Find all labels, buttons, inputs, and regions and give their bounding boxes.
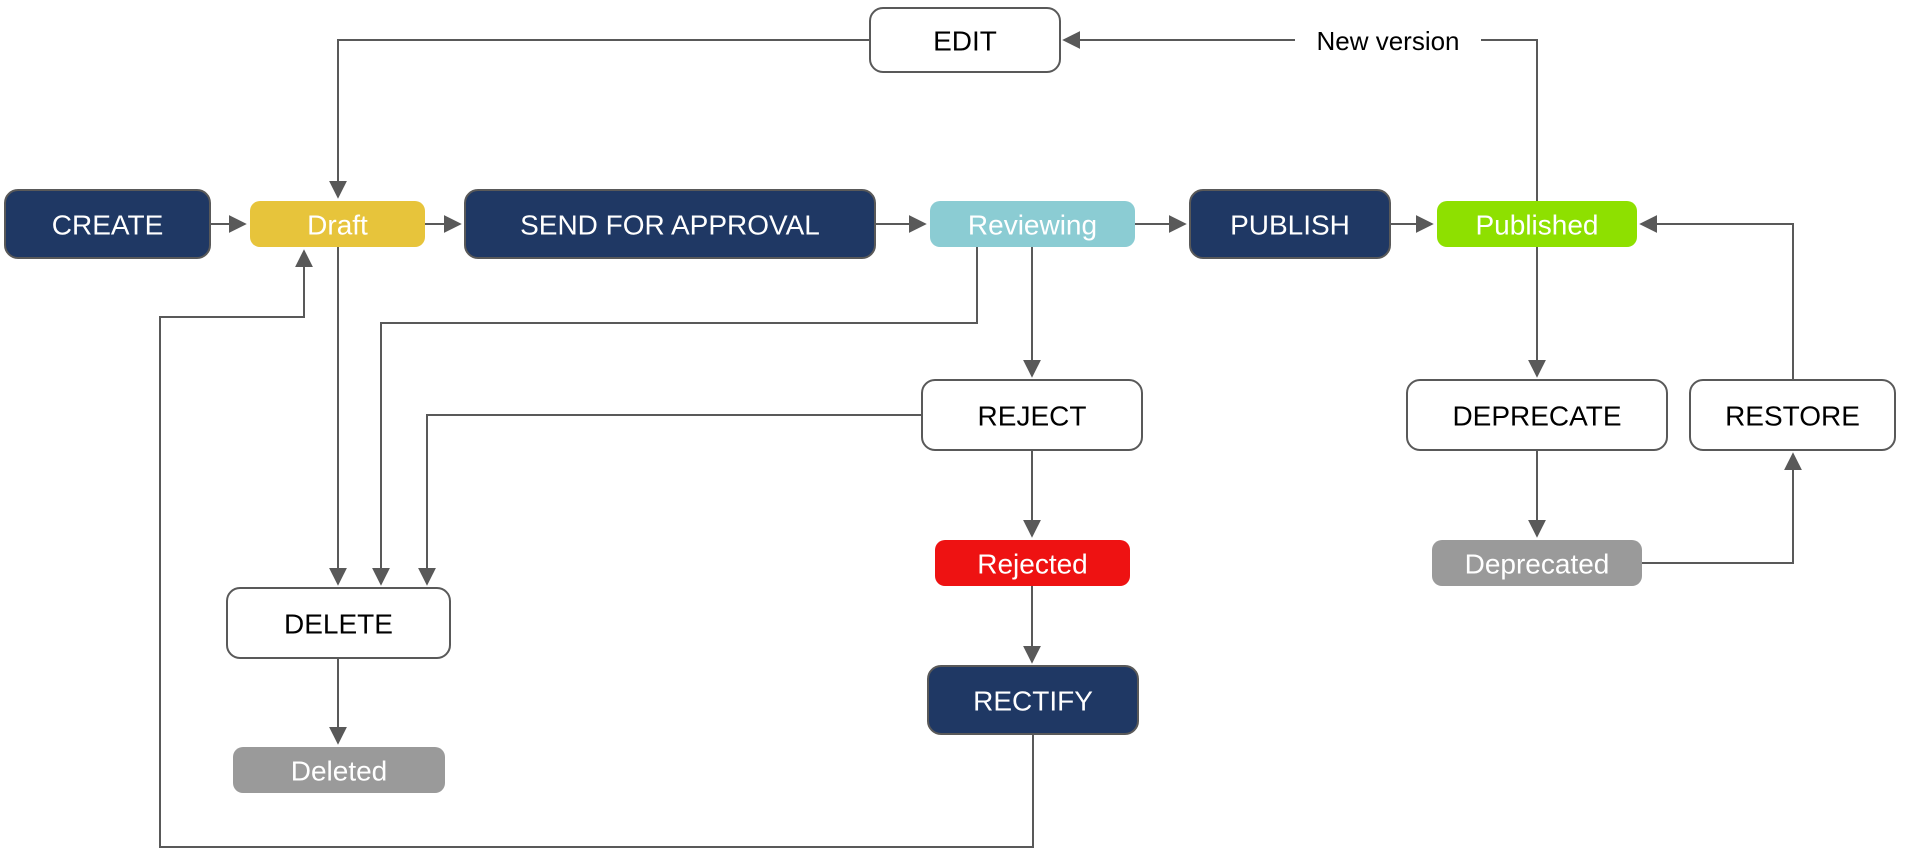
node-delete[interactable]: DELETE bbox=[226, 587, 451, 659]
node-deprecate-shape bbox=[1406, 379, 1668, 451]
node-create-shape bbox=[4, 189, 211, 259]
edge-edit-to-draft bbox=[329, 39, 870, 199]
node-draft[interactable]: Draft bbox=[250, 201, 425, 247]
node-draft-label: Draft bbox=[307, 210, 368, 241]
node-rectify-shape bbox=[927, 665, 1139, 735]
node-restore-shape bbox=[1689, 379, 1896, 451]
node-deprecated-label: Deprecated bbox=[1465, 549, 1610, 580]
node-edit-shape bbox=[869, 7, 1061, 73]
edge-deprecated-to-restore bbox=[1642, 452, 1802, 564]
edge-published-to-edit bbox=[1062, 31, 1538, 201]
node-publish[interactable]: PUBLISH bbox=[1189, 189, 1391, 259]
node-published-shape bbox=[1437, 201, 1637, 247]
node-deleted[interactable]: Deleted bbox=[233, 747, 445, 793]
node-publish-label: PUBLISH bbox=[1230, 210, 1350, 241]
edge-label-new-version-background bbox=[1295, 23, 1481, 57]
edge-restore-to-published bbox=[1639, 215, 1794, 380]
node-deleted-shape bbox=[233, 747, 445, 793]
edge-label-new-version: New version bbox=[1295, 23, 1481, 57]
node-delete-shape bbox=[226, 587, 451, 659]
node-published[interactable]: Published bbox=[1437, 201, 1637, 247]
node-rejected-shape bbox=[935, 540, 1130, 586]
nodes-layer: CREATE Draft SEND FOR APPROVAL Reviewing PUB… bbox=[4, 7, 1896, 793]
node-reviewing-label: Reviewing bbox=[968, 210, 1097, 241]
node-reject-shape bbox=[921, 379, 1143, 451]
node-delete-label: DELETE bbox=[284, 609, 393, 640]
node-reviewing[interactable]: Reviewing bbox=[930, 201, 1135, 247]
node-edit[interactable]: EDIT bbox=[869, 7, 1061, 73]
edge-labels-layer: New version bbox=[1295, 23, 1481, 57]
node-deleted-label: Deleted bbox=[291, 756, 388, 787]
node-restore[interactable]: RESTORE bbox=[1689, 379, 1896, 451]
node-send-for-approval-shape bbox=[464, 189, 876, 259]
node-rejected[interactable]: Rejected bbox=[935, 540, 1130, 586]
edge-rectify-to-draft bbox=[159, 249, 1034, 848]
node-published-label: Published bbox=[1476, 210, 1599, 241]
node-rectify-label: RECTIFY bbox=[973, 686, 1093, 717]
edges-layer bbox=[159, 31, 1802, 848]
node-deprecated-shape bbox=[1432, 540, 1642, 586]
node-create[interactable]: CREATE bbox=[4, 189, 211, 259]
node-restore-label: RESTORE bbox=[1725, 401, 1860, 432]
node-draft-shape bbox=[250, 201, 425, 247]
node-reviewing-shape bbox=[930, 201, 1135, 247]
node-send-for-approval[interactable]: SEND FOR APPROVAL bbox=[464, 189, 876, 259]
node-reject[interactable]: REJECT bbox=[921, 379, 1143, 451]
edge-reject-to-delete bbox=[418, 414, 922, 586]
node-deprecate[interactable]: DEPRECATE bbox=[1406, 379, 1668, 451]
node-rectify[interactable]: RECTIFY bbox=[927, 665, 1139, 735]
node-rejected-label: Rejected bbox=[977, 549, 1088, 580]
node-deprecated[interactable]: Deprecated bbox=[1432, 540, 1642, 586]
edge-label-new-version-text: New version bbox=[1316, 26, 1459, 56]
node-create-label: CREATE bbox=[52, 210, 164, 241]
node-edit-label: EDIT bbox=[933, 26, 997, 57]
node-publish-shape bbox=[1189, 189, 1391, 259]
node-send-for-approval-label: SEND FOR APPROVAL bbox=[520, 210, 820, 241]
edge-reviewing-to-delete bbox=[372, 247, 978, 586]
node-deprecate-label: DEPRECATE bbox=[1452, 401, 1621, 432]
node-reject-label: REJECT bbox=[978, 401, 1087, 432]
